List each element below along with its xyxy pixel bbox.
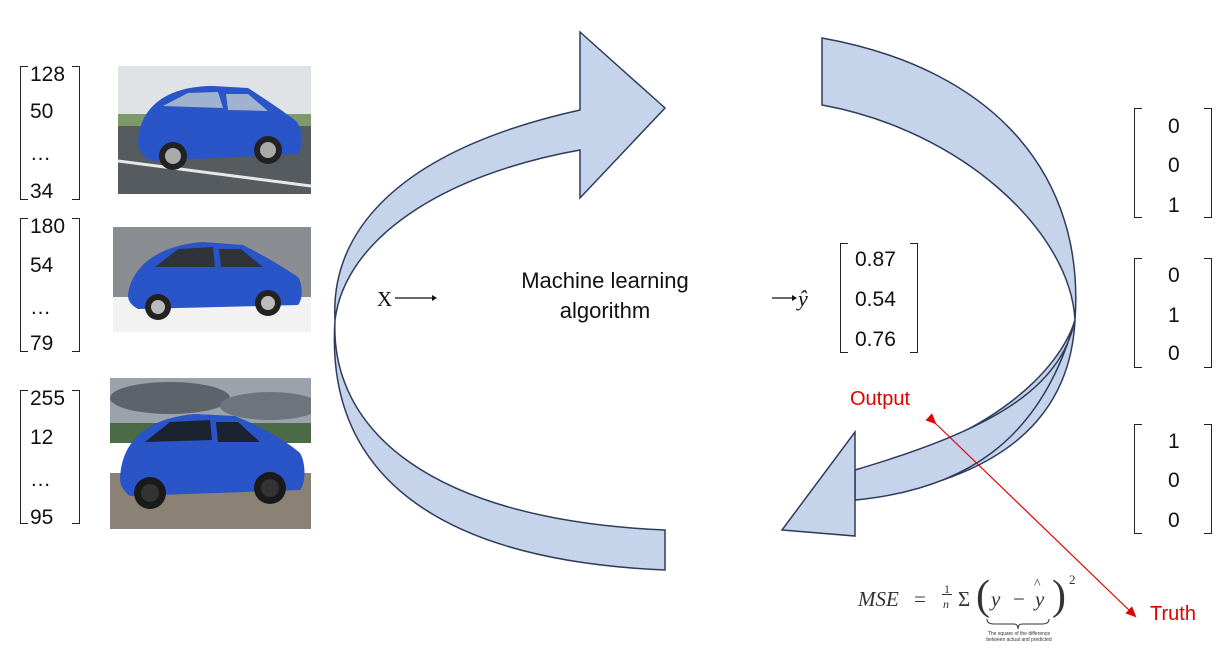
- output-truth-arrow: [925, 413, 1137, 618]
- output-vector: 0.87 0.54 0.76: [840, 243, 918, 353]
- vector-value: 34: [30, 180, 54, 203]
- mse-frac-den: n: [943, 597, 949, 611]
- mse-minus: −: [1013, 587, 1025, 611]
- mse-yhat: y: [1035, 587, 1045, 611]
- mse-sigma: Σ: [958, 587, 971, 611]
- truth-value: 0: [1168, 342, 1180, 365]
- vector-value: 79: [30, 332, 54, 355]
- truth-vector-3: 1 0 0: [1134, 424, 1212, 534]
- arrow-left-band: [333, 319, 666, 571]
- vector-value: 128: [30, 63, 66, 86]
- vector-value: 12: [30, 426, 54, 449]
- truth-value: 0: [1168, 509, 1180, 532]
- car-photo-3: [110, 378, 311, 529]
- truth-vector-2: 0 1 0: [1134, 258, 1212, 368]
- output-value: 0.87: [855, 248, 896, 271]
- input-vector-1: 128 50 … 34: [20, 63, 80, 203]
- car-photo-2: [113, 227, 311, 332]
- mse-note: The square of the difference between act…: [986, 631, 1052, 643]
- mse-equals: =: [914, 587, 926, 611]
- input-vector-2: 180 54 … 79: [20, 215, 80, 355]
- vector-value: 180: [30, 215, 66, 238]
- output-label: Output: [850, 388, 911, 410]
- vector-value: 255: [30, 387, 66, 410]
- algorithm-label: Machine learning algorithm: [490, 266, 720, 326]
- vector-value: …: [30, 142, 51, 165]
- truth-value: 0: [1168, 154, 1180, 177]
- input-vector-3: 255 12 … 95: [20, 387, 80, 529]
- truth-value: 0: [1168, 115, 1180, 138]
- arrowhead-bottom: [780, 429, 856, 537]
- algorithm-label-line2: algorithm: [559, 298, 651, 323]
- mse-power: 2: [1069, 572, 1076, 587]
- yhat-label: ŷ: [798, 286, 808, 311]
- arrow-top-left: [334, 30, 667, 321]
- truth-vector-1: 0 0 1: [1134, 108, 1212, 218]
- vector-value: 54: [30, 254, 54, 277]
- vector-value: 50: [30, 100, 54, 123]
- truth-label: Truth: [1150, 603, 1196, 625]
- mse-formula: MSE = 1 n Σ ( y − y ^ ) 2 The square of …: [858, 572, 1076, 643]
- truth-value: 1: [1168, 430, 1180, 453]
- x-label: X: [377, 287, 393, 311]
- truth-value: 0: [1168, 264, 1180, 287]
- output-value: 0.54: [855, 288, 896, 311]
- output-value: 0.76: [855, 328, 896, 351]
- mse-lhs: MSE: [858, 587, 899, 611]
- truth-value: 1: [1168, 304, 1180, 327]
- truth-value: 1: [1168, 194, 1180, 217]
- vector-value: 95: [30, 506, 54, 529]
- truth-value: 0: [1168, 469, 1180, 492]
- mse-y: y: [991, 587, 1001, 611]
- algorithm-label-line1: Machine learning: [521, 268, 689, 293]
- mse-frac-num: 1: [944, 582, 950, 596]
- vector-value: …: [30, 296, 51, 319]
- vector-value: …: [30, 468, 51, 491]
- car-photo-1: [118, 66, 311, 194]
